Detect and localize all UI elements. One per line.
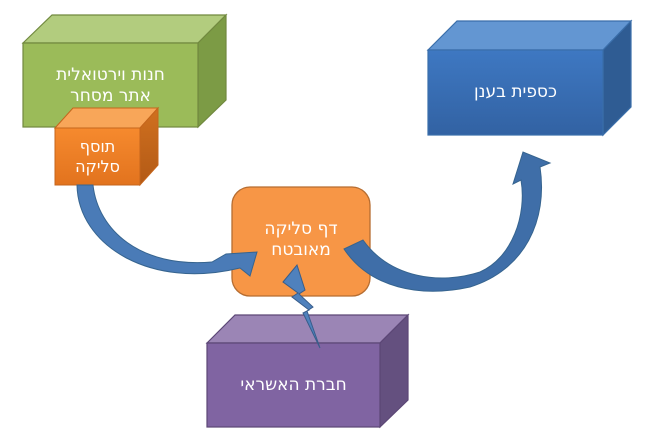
credit-company-box xyxy=(205,313,410,429)
virtual-store-box xyxy=(21,13,228,129)
lightning-bolt-page-to-credit xyxy=(282,263,321,349)
arrow-plugin-to-page xyxy=(76,184,258,277)
cloud-wallet-box-top xyxy=(426,20,633,51)
clearing-plugin-box-front xyxy=(54,127,141,186)
clearing-plugin-box xyxy=(53,106,160,187)
cloud-wallet-box-front xyxy=(427,49,604,136)
credit-company-box-front xyxy=(206,342,381,428)
arrow-page-to-wallet xyxy=(343,151,552,292)
cloud-wallet-box xyxy=(426,19,633,137)
virtual-store-box-top xyxy=(21,14,228,44)
